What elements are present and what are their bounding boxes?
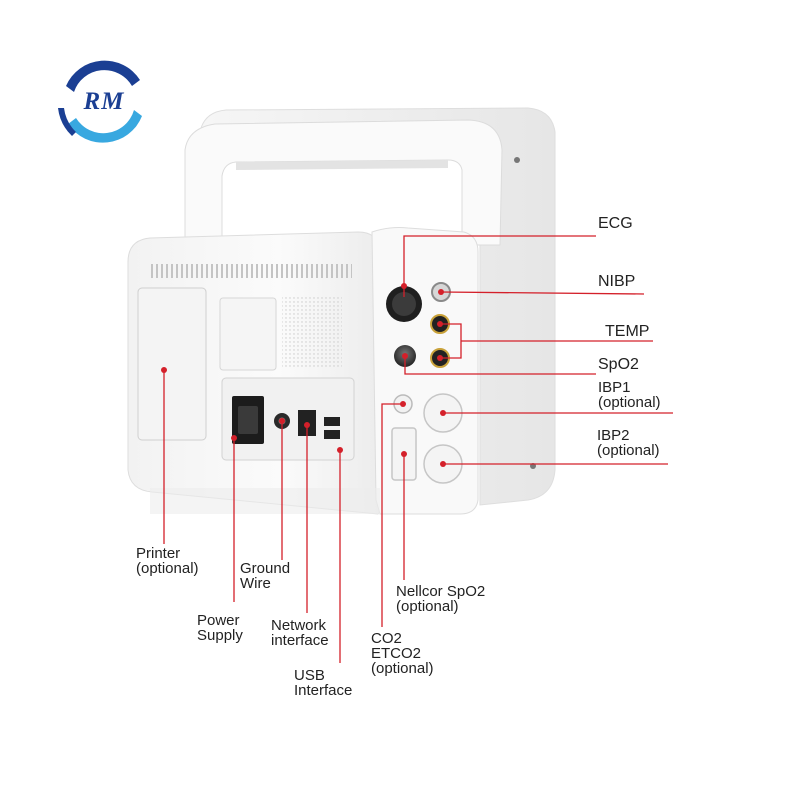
dot-spo2 <box>402 353 408 359</box>
dot-power <box>231 435 237 441</box>
rm-logo: RM <box>52 52 156 152</box>
speaker-grill <box>282 296 342 368</box>
label-ibp1: IBP1(optional) <box>598 379 661 411</box>
carry-handle <box>184 119 503 246</box>
leader-dots <box>161 283 446 467</box>
dot-printer <box>161 367 167 373</box>
leader-ecg <box>403 235 596 297</box>
dot-ibp1 <box>440 410 446 416</box>
dot-network <box>304 422 310 428</box>
center-panel <box>219 297 277 371</box>
leader-lines <box>163 235 673 663</box>
dot-co2 <box>400 401 406 407</box>
dot-temp-2 <box>437 355 443 361</box>
label-printer: Printer(optional) <box>136 545 199 577</box>
logo-ring-icon <box>58 60 142 143</box>
dot-usb <box>337 447 343 453</box>
dot-temp-1 <box>437 321 443 327</box>
leader-temp <box>440 323 653 359</box>
leader-co2 <box>381 403 403 627</box>
logo-text: RM <box>83 88 125 115</box>
dot-nellcor <box>401 451 407 457</box>
printer-cover <box>137 287 207 441</box>
label-nellcor-spo2: Nellcor SpO2(optional) <box>396 583 486 615</box>
label-temp: TEMP <box>605 323 650 340</box>
usb-port-2 <box>324 430 340 439</box>
label-ecg: ECG <box>598 215 633 232</box>
leader-spo2 <box>404 356 596 375</box>
dot-ground <box>279 418 285 424</box>
label-spo2: SpO2 <box>598 356 639 373</box>
dot-ecg <box>401 283 407 289</box>
vent-strip <box>150 264 352 278</box>
label-ibp2: IBP2(optional) <box>597 427 660 459</box>
usb-port-1 <box>324 417 340 426</box>
dot-nibp <box>438 289 444 295</box>
dot-ibp2 <box>440 461 446 467</box>
label-nibp: NIBP <box>598 273 636 290</box>
leader-nibp <box>440 291 645 295</box>
